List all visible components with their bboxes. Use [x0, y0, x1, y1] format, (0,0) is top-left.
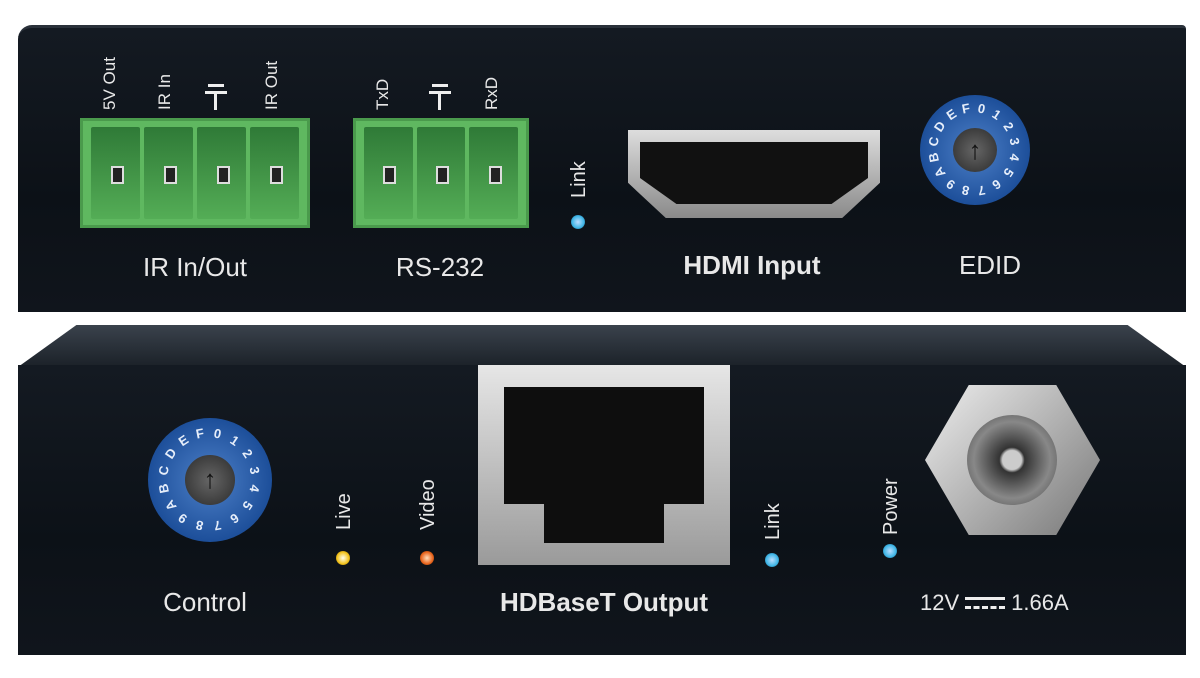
dial-digit: 3 [246, 465, 263, 476]
dial-digit: 1 [989, 106, 1005, 124]
video-label: Video [417, 479, 439, 530]
dial-digit: D [931, 118, 949, 135]
live-label: Live [333, 493, 355, 530]
dial-digit: A [161, 497, 180, 514]
dial-digit: 8 [960, 182, 971, 199]
pin-label-ir-out: IR Out [262, 60, 281, 110]
dial-digit: 0 [212, 425, 224, 442]
dial-digit: 4 [1006, 152, 1023, 163]
link-label: Link [762, 503, 784, 540]
dial-digit: F [194, 425, 206, 442]
dial-digit: D [161, 445, 180, 462]
dial-digit: C [925, 135, 943, 148]
arrow-up-icon: ↑ [953, 128, 997, 172]
link-led-icon [571, 215, 585, 229]
rs232-label: RS-232 [395, 252, 485, 282]
pin-label-ir-in: IR In [155, 74, 174, 110]
dial-digit: 3 [1006, 136, 1023, 147]
dial-digit: F [960, 100, 972, 117]
control-label: Control [163, 587, 247, 617]
pin-label-rxd: RxD [482, 76, 501, 110]
arrow-up-icon: ↑ [185, 455, 235, 505]
hdmi-port[interactable] [628, 130, 880, 218]
dc-symbol-icon [965, 597, 1006, 609]
dial-digit: 2 [1000, 119, 1017, 134]
power-led-icon [883, 544, 897, 558]
dial-digit: 9 [175, 510, 190, 527]
link-label: Link [568, 161, 590, 198]
dial-digit: 1 [227, 432, 243, 449]
dial-digit: E [175, 431, 192, 449]
dial-digit: 8 [194, 517, 205, 534]
ir-in-out-label: IR In/Out [142, 252, 248, 282]
dial-digit: 0 [976, 100, 987, 117]
rs232-terminal-block[interactable] [353, 118, 529, 228]
live-led-icon [336, 551, 350, 565]
dial-digit: E [943, 106, 959, 124]
current-text: 1.66A [1011, 590, 1069, 615]
dial-digit: 7 [212, 517, 223, 534]
dial-digit: 6 [989, 176, 1004, 193]
edid-label: EDID [958, 250, 1022, 280]
pin-label-txd: TxD [373, 78, 392, 110]
power-label: Power [880, 478, 902, 535]
dial-digit: A [931, 164, 949, 181]
device-top-bevel [18, 325, 1186, 367]
dial-digit: 9 [943, 175, 958, 193]
link-led-icon [765, 553, 779, 567]
ir-terminal-block[interactable] [80, 118, 310, 228]
hdbaset-rj45-port[interactable] [478, 365, 730, 565]
voltage-text: 12V [920, 590, 960, 615]
dial-digit: 6 [227, 510, 242, 528]
dial-digit: 5 [239, 498, 256, 514]
hdmi-input-label: HDMI Input [683, 250, 821, 280]
dial-digit: 5 [1000, 165, 1017, 181]
ground-icon [429, 84, 451, 110]
hdbaset-output-label: HDBaseT Output [500, 587, 708, 617]
dial-digit: B [155, 482, 172, 495]
dial-digit: 2 [239, 446, 257, 461]
ground-icon [205, 84, 227, 110]
dial-digit: C [155, 464, 172, 477]
pin-label-5v-out: 5V Out [100, 57, 119, 110]
dial-digit: B [925, 151, 942, 164]
dial-digit: 4 [246, 483, 263, 494]
video-led-icon [420, 551, 434, 565]
dial-digit: 7 [976, 182, 987, 199]
power-rating: 12V 1.66A [920, 590, 1069, 616]
